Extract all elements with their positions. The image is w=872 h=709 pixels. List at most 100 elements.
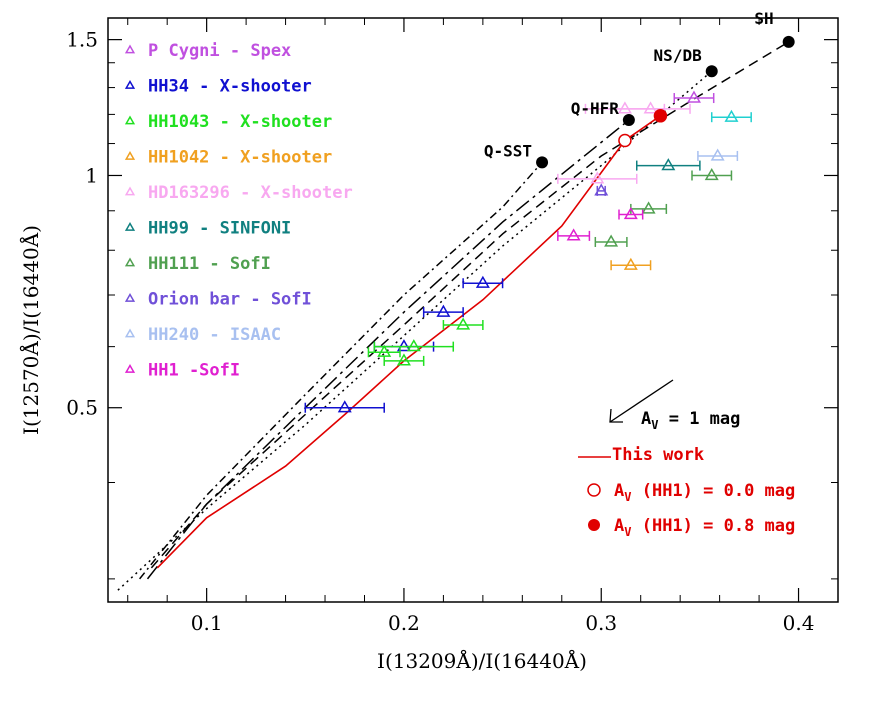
- model-point: [622, 114, 635, 127]
- triangle-marker: [456, 317, 471, 330]
- data-point: [373, 339, 455, 352]
- extinction-arrowhead: [609, 408, 623, 423]
- data-point: [594, 183, 609, 196]
- data-point: [422, 304, 464, 318]
- triangle-marker: [641, 201, 656, 214]
- data-point: [636, 158, 701, 171]
- model-point: [536, 156, 549, 169]
- legend-marker: [124, 150, 136, 160]
- hh1-filled-legend-label: AV (HH1) = 0.8 mag: [614, 516, 795, 539]
- data-points: [304, 90, 752, 413]
- data-point: [462, 275, 504, 289]
- triangle-marker: [566, 228, 581, 241]
- model-curve-dotted: [117, 70, 713, 591]
- legend-entry: HH111 - SofI: [124, 254, 271, 274]
- triangle-marker: [704, 167, 719, 181]
- extinction-arrow: [609, 379, 674, 423]
- triangle-marker: [686, 90, 701, 103]
- legend-marker: [124, 186, 136, 196]
- triangle-marker: [475, 275, 490, 288]
- legend-entry: HH34 - X-shooter: [124, 77, 312, 97]
- y-tick-label: 1: [85, 163, 98, 187]
- model-curve-dash-dot: [139, 161, 543, 580]
- data-point: [557, 228, 591, 241]
- legend-label: P Cygni - Spex: [148, 41, 291, 61]
- legend-label: HH1042 - X-shooter: [148, 148, 332, 168]
- data-point: [367, 344, 401, 358]
- triangle-marker: [436, 304, 451, 317]
- legend-entry: Orion bar - SofI: [124, 290, 312, 310]
- legend-entry: HD163296 - X-shooter: [124, 183, 353, 203]
- legend-marker: [124, 363, 136, 373]
- triangle-marker: [623, 207, 638, 220]
- hh1-filled-legend-marker: [588, 519, 600, 531]
- legend-marker: [124, 221, 136, 231]
- extinction-label: AV = 1 mag: [641, 409, 740, 432]
- triangle-marker: [594, 183, 609, 196]
- data-point: [442, 317, 484, 331]
- legend-entry: HH1042 - X-shooter: [124, 148, 332, 168]
- legend-entry: HH1 -SofI: [124, 361, 240, 381]
- data-point: [691, 167, 733, 181]
- model-curve-longdash-dot: [146, 119, 630, 580]
- legend-entry: P Cygni - Spex: [124, 41, 291, 61]
- legend-label: HH111 - SofI: [148, 254, 271, 274]
- legend-marker: [124, 292, 136, 302]
- legend-label: HH240 - ISAAC: [148, 325, 281, 345]
- legend-label: Orion bar - SofI: [148, 290, 312, 310]
- triangle-marker: [406, 339, 421, 352]
- triangle-marker: [661, 158, 676, 171]
- data-point: [610, 257, 652, 271]
- data-point: [304, 400, 385, 413]
- data-point: [383, 353, 425, 366]
- data-point: [594, 234, 628, 247]
- legend-entry: HH240 - ISAAC: [124, 325, 281, 345]
- legend-marker: [124, 115, 136, 125]
- model-curves: [117, 41, 790, 591]
- model-point: [705, 65, 718, 78]
- x-tick-label: 0.3: [585, 611, 617, 635]
- legend-label: HH1 -SofI: [148, 361, 240, 381]
- triangle-marker: [617, 101, 632, 114]
- triangle-marker: [396, 339, 411, 352]
- legend-label: HH1043 - X-shooter: [148, 112, 332, 132]
- y-tick-label: 0.5: [66, 396, 98, 420]
- triangle-marker: [643, 101, 658, 114]
- triangle-marker: [623, 257, 638, 270]
- hh1-open-point: [618, 133, 632, 148]
- legend-marker: [124, 79, 136, 89]
- legend-entry: HH1043 - X-shooter: [124, 112, 332, 132]
- data-point: [697, 148, 739, 161]
- y-tick-label: 1.5: [66, 28, 98, 52]
- triangle-marker: [396, 353, 411, 366]
- legend-label: HH99 - SINFONI: [148, 219, 291, 239]
- legend-label: HD163296 - X-shooter: [148, 183, 353, 203]
- y-axis-title: I(12570Å)/I(16440Å): [18, 225, 43, 435]
- triangle-marker: [590, 171, 605, 184]
- data-point: [618, 207, 644, 220]
- legend-marker: [124, 257, 136, 267]
- data-point: [610, 101, 691, 114]
- model-label: SH: [754, 9, 773, 28]
- model-label: Q-SST: [484, 141, 532, 160]
- model-point: [782, 35, 795, 48]
- x-tick-label: 0.2: [388, 611, 420, 635]
- x-axis-title: I(13209Å)/I(16440Å): [377, 648, 587, 673]
- data-point: [673, 90, 715, 104]
- legend-label: HH34 - X-shooter: [148, 77, 312, 97]
- data-point: [557, 171, 638, 184]
- model-label: Q-HFR: [571, 99, 620, 118]
- hh1-filled-point: [653, 109, 668, 123]
- legend-marker: [124, 44, 136, 54]
- triangle-marker: [710, 148, 725, 161]
- hh1-open-legend-label: AV (HH1) = 0.0 mag: [614, 481, 795, 504]
- this-work-legend-label: This work: [612, 445, 704, 465]
- data-point: [630, 201, 668, 214]
- model-curve-dashed: [150, 41, 790, 569]
- x-tick-label: 0.1: [191, 611, 223, 635]
